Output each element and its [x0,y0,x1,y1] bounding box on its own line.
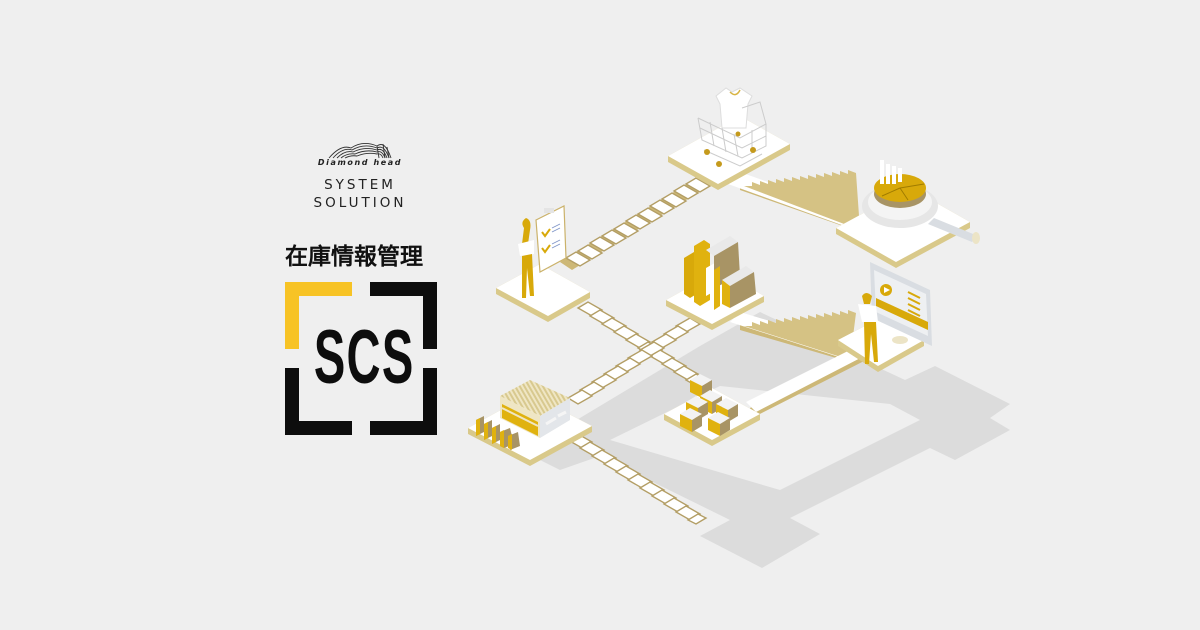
logo-bracket-top-left-v [285,282,299,349]
logo-bracket-top-right [370,282,437,296]
logo-bracket-bottom-right-v [423,368,437,435]
cart-icon [697,87,767,167]
parcels-icon [680,374,738,436]
person-presenter-icon [858,293,878,364]
logo-bracket-bottom-left-v [285,368,299,435]
monitor-icon [870,262,932,346]
brand-line-2: SOLUTION [313,195,407,211]
clipboard-icon [535,205,567,273]
diamond-head-logo-icon [328,143,392,159]
scs-logo: SCS [285,282,437,435]
logo-bracket-top-right-v [423,282,437,349]
logo-text: SCS [313,315,415,400]
brand-block: Diamond head SYSTEM SOLUTION [300,138,420,212]
product-title: 在庫情報管理 [285,244,423,270]
brand-line-1: SYSTEM [324,177,396,193]
boxes-icon [684,236,756,310]
logo-bracket-top-left [285,282,352,296]
stairs [560,170,872,525]
warehouse-icon [476,380,570,450]
person-checklist-icon [518,218,534,298]
company-name: Diamond head [317,158,403,167]
pie-chart-icon [862,160,980,244]
logo-bracket-bottom-right [370,421,437,435]
logo-bracket-bottom-left [285,421,352,435]
